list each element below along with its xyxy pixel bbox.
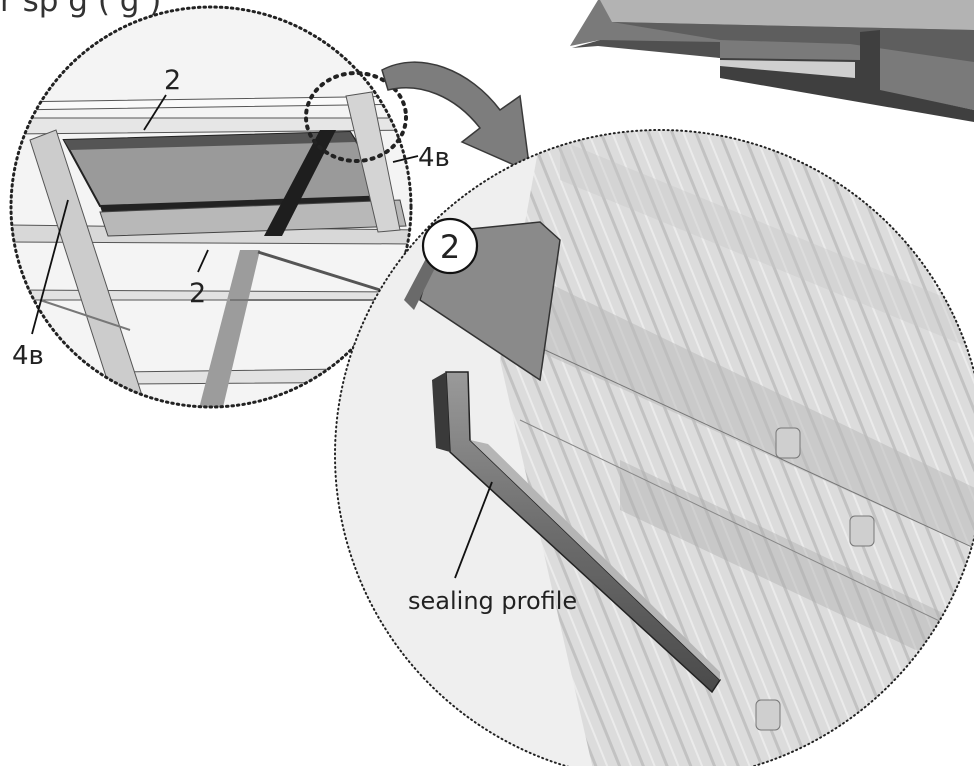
label-mid-rail: 2 <box>189 278 206 309</box>
badge-number: 2 <box>440 228 460 266</box>
leader-lines <box>31 94 493 579</box>
focus-ring <box>304 71 408 163</box>
small-detail-circle <box>9 5 413 409</box>
large-detail-circle <box>334 129 974 766</box>
part-number-badge: 2 <box>421 217 479 275</box>
label-right-upright: 4в <box>418 143 450 173</box>
label-sealing-profile: sealing profile <box>408 587 577 615</box>
label-left-upright: 4в <box>12 341 44 371</box>
page-heading: r sp g ( g ) <box>0 0 162 19</box>
label-top-rail: 2 <box>164 65 181 96</box>
zoom-arrow <box>381 61 531 174</box>
profile-extrusion <box>570 0 974 122</box>
